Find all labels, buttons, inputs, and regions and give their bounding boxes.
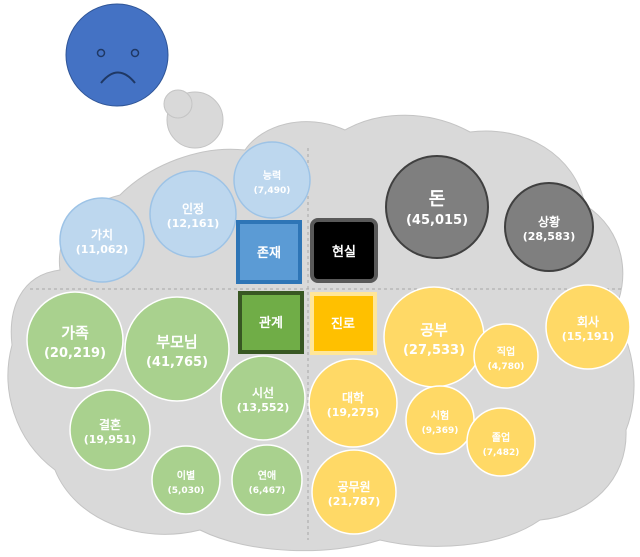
bubble-exam-count: (9,369) [422,426,459,436]
bubble-breakup-label: 이별 [177,469,195,482]
bubble-university-circle [308,358,398,448]
sad-face-mouth [100,71,136,84]
bubble-family-count: (20,219) [44,346,106,361]
bubble-parents-label: 부모님 [156,333,197,351]
bubble-company-label: 회사 [577,314,599,329]
bubble-value-circle [59,197,145,283]
bubble-marriage: 결혼(19,951) [69,389,151,471]
bubble-university: 대학(19,275) [308,358,398,448]
bubble-company-circle [545,284,631,370]
bubble-family: 가족 (20,219) [26,291,124,389]
bubble-job-label: 직업 [497,345,515,358]
bubble-ability-count: (7,490) [254,186,291,196]
bubble-parents-circle [124,296,230,402]
bubble-dating-label: 연애 [258,469,276,482]
bubble-company: 회사(15,191) [545,284,631,370]
bubble-money-count: (45,015) [406,213,468,228]
bubble-gaze-circle [220,355,306,441]
bubble-gaze-label: 시선 [252,385,274,400]
bubble-graduation: 졸업 (7,482) [466,407,536,477]
bubble-graduation-circle [466,407,536,477]
bubble-money: 돈 (45,015) [385,155,489,259]
bubble-recognition-label: 인정 [182,201,204,216]
bubble-civil-servant-count: (21,787) [328,495,381,508]
bubble-ability-label: 능력 [263,170,281,182]
bubble-university-label: 대학 [342,390,364,405]
quadrant-existence: 존재 [236,220,302,284]
bubble-university-count: (19,275) [327,406,380,419]
keyword-bubbles: 능력(7,490)인정(12,161)가치(11,062)돈(45,015)상황… [26,141,631,535]
quadrant-reality: 현실 [310,218,378,283]
bubble-dating-circle [231,444,303,516]
quadrant-existence-box [236,220,302,284]
bubble-breakup-circle [151,445,221,515]
bubble-graduation-label: 졸업 [492,431,510,444]
thought-bubble-small [163,89,193,119]
bubble-study: 공부 (27,533) [383,286,485,388]
bubble-breakup-count: (5,030) [168,486,205,496]
bubble-situation: 상황(28,583) [504,182,594,272]
bubble-recognition-count: (12,161) [167,217,220,230]
quadrant-reality-label: 현실 [332,244,356,260]
bubble-civil-servant-label: 공무원 [337,480,370,494]
quadrant-relationship-label: 관계 [259,315,283,331]
quadrant-career-box [310,292,377,355]
bubble-value: 가치(11,062) [59,197,145,283]
bubble-dating: 연애 (6,467) [231,444,303,516]
sad-face-left-eye [96,48,106,58]
bubble-gaze: 시선(13,552) [220,355,306,441]
bubble-value-count: (11,062) [76,243,129,256]
quadrant-relationship-box [238,291,304,354]
bubble-graduation-count: (7,482) [483,448,520,458]
quadrant-career: 진로 [310,292,377,355]
bubble-gaze-count: (13,552) [237,401,290,414]
bubble-job-count: (4,780) [488,362,525,372]
bubble-exam-circle [405,385,475,455]
bubble-civil-servant: 공무원(21,787) [311,449,397,535]
bubble-parents-count: (41,765) [146,355,208,370]
bubble-job: 직업 (4,780) [473,323,539,389]
quadrant-existence-label: 존재 [257,246,281,261]
bubble-breakup: 이별 (5,030) [151,445,221,515]
bubble-marriage-count: (19,951) [84,433,137,446]
bubble-ability: 능력 (7,490) [233,141,311,219]
bubble-situation-count: (28,583) [523,230,576,243]
bubble-study-count: (27,533) [403,343,465,358]
bubble-situation-circle [504,182,594,272]
bubble-ability-circle [233,141,311,219]
bubble-recognition: 인정(12,161) [149,170,237,258]
bubble-company-count: (15,191) [562,330,615,343]
sad-face-icon [65,3,169,107]
bubble-family-circle [26,291,124,389]
bubble-exam-label: 시험 [431,409,449,422]
quadrant-reality-box [310,218,378,283]
sad-face-circle [65,3,169,107]
bubble-study-label: 공부 [420,321,448,339]
bubble-marriage-label: 결혼 [99,417,121,432]
quadrant-career-label: 진로 [331,316,355,332]
bubble-exam: 시험 (9,369) [405,385,475,455]
bubble-marriage-circle [69,389,151,471]
bubble-money-label: 돈 [429,189,446,210]
sad-face-right-eye [130,48,140,58]
bubble-money-circle [385,155,489,259]
bubble-family-label: 가족 [61,324,89,342]
bubble-value-label: 가치 [91,227,113,242]
bubble-parents: 부모님 (41,765) [124,296,230,402]
bubble-dating-count: (6,467) [249,486,286,496]
bubble-situation-label: 상황 [538,214,560,229]
quadrant-relationship: 관계 [238,291,304,354]
bubble-civil-servant-circle [311,449,397,535]
bubble-recognition-circle [149,170,237,258]
bubble-job-circle [473,323,539,389]
